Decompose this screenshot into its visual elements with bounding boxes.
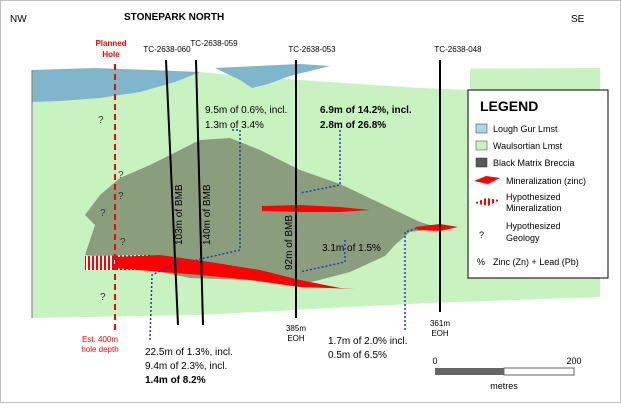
leader-060 xyxy=(149,261,179,341)
intercept-053-lower-line1: 3.1m of 1.5% xyxy=(322,243,381,254)
mineralization-zone-upper xyxy=(262,205,370,212)
lough-gur-limestone-east xyxy=(215,64,330,88)
scale-bar-dark-segment xyxy=(435,368,504,375)
direction-se-label: SE xyxy=(571,14,585,25)
legend: LEGEND Lough Gur Lmst Waulsortian Lmst B… xyxy=(467,89,609,279)
question-mark-3: ? xyxy=(100,208,106,219)
planned-hole-label-2: Hole xyxy=(102,50,120,59)
scale-bar-light-segment xyxy=(503,367,575,376)
lough-gur-swatch xyxy=(475,123,488,134)
intercept-053-upper-line2: 2.8m of 26.8% xyxy=(320,120,386,131)
legend-item-bmb: Black Matrix Breccia xyxy=(493,158,575,168)
direction-nw-label: NW xyxy=(10,14,27,25)
drillhole-id-048: TC-2638-048 xyxy=(434,45,482,54)
question-mark-6: ? xyxy=(100,292,106,303)
intercept-059-line2: 1.3m of 3.4% xyxy=(205,120,264,131)
hypothesized-mineralization-swatch xyxy=(474,198,500,206)
intercept-060-line1: 22.5m of 1.3%, incl. xyxy=(145,347,233,358)
question-mark-5: ? xyxy=(120,237,126,248)
question-mark-1: ? xyxy=(98,115,104,126)
mineralization-swatch xyxy=(474,176,500,184)
legend-box xyxy=(467,89,609,279)
planned-hole-depth-1: Est. 400m xyxy=(82,335,118,344)
scale-bar: 0 200 metres xyxy=(432,356,581,391)
leader-053-lower xyxy=(299,240,346,273)
question-mark-glyph: ? xyxy=(479,230,484,240)
intercept-060-line2: 9.4m of 2.3%, incl. xyxy=(145,361,227,372)
scale-bar-end-label: 200 xyxy=(566,356,581,366)
drillhole-id-053: TC-2638-053 xyxy=(288,45,336,54)
intercept-048-line2: 0.5m of 6.5% xyxy=(328,350,387,361)
bmb-length-059: 140m of BMB xyxy=(202,184,213,245)
eoh-label-053: EOH xyxy=(287,334,305,343)
drillhole-trace-059 xyxy=(195,59,204,326)
mineralization-zone-east xyxy=(415,224,458,231)
legend-item-hyp-geology-1: Hypothesized xyxy=(506,221,561,231)
percent-glyph: % xyxy=(477,257,485,267)
intercept-060-line3: 1.4m of 8.2% xyxy=(145,375,206,386)
scale-bar-start-label: 0 xyxy=(432,356,437,366)
intercept-053-upper-line1: 6.9m of 14.2%, incl. xyxy=(320,105,412,116)
legend-item-zn-pb: Zinc (Zn) + Lead (Pb) xyxy=(493,257,579,267)
leader-048 xyxy=(404,227,419,330)
scale-bar-unit-label: metres xyxy=(490,381,518,391)
bmb-length-060: 103m of BMB xyxy=(174,184,185,245)
legend-item-hyp-geology-2: Geology xyxy=(506,233,540,243)
eoh-depth-048: 361m xyxy=(430,319,450,328)
eoh-depth-053: 385m xyxy=(286,324,306,333)
drillhole-trace-060 xyxy=(165,59,179,326)
drillhole-id-059: TC-2638-059 xyxy=(190,39,238,48)
leader-059 xyxy=(195,129,241,261)
intercept-048-line1: 1.7m of 2.0% incl. xyxy=(328,336,407,347)
legend-title: LEGEND xyxy=(480,98,538,114)
bmb-length-053: 92m of BMB xyxy=(284,215,295,270)
eoh-label-048: EOH xyxy=(431,329,449,338)
legend-item-hyp-mineralization-2: Mineralization xyxy=(506,203,562,213)
legend-item-mineralization: Mineralization (zinc) xyxy=(506,176,586,186)
legend-item-lough-gur: Lough Gur Lmst xyxy=(493,124,558,134)
planned-hole-depth-2: hole depth xyxy=(81,345,118,354)
legend-item-hyp-mineralization-1: Hypothesized xyxy=(506,192,561,202)
intercept-059-line1: 9.5m of 0.6%, incl. xyxy=(205,105,287,116)
drillhole-id-060: TC-2638-060 xyxy=(143,45,191,54)
waulsortian-swatch xyxy=(475,140,488,151)
section-title: STONEPARK NORTH xyxy=(124,12,224,23)
legend-item-waulsortian: Waulsortian Lmst xyxy=(493,141,563,151)
planned-hole-label-1: Planned xyxy=(95,39,126,48)
question-mark-2: ? xyxy=(118,170,124,181)
intercept-leader-lines xyxy=(149,129,419,341)
bmb-swatch xyxy=(475,157,488,168)
question-mark-4: ? xyxy=(118,191,124,202)
